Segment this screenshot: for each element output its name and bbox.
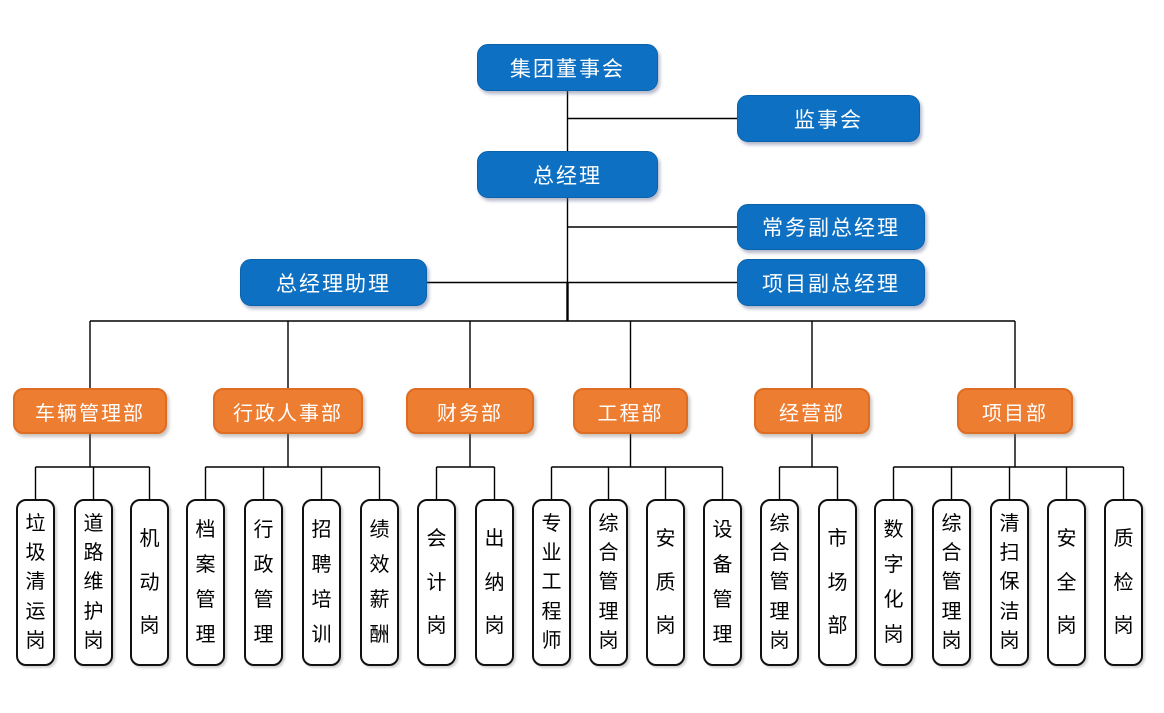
node-general-manager: 总经理 xyxy=(477,151,658,198)
post-label: 市场部 xyxy=(827,527,848,638)
post-node: 机动岗 xyxy=(130,499,169,666)
node-gm-assistant: 总经理助理 xyxy=(240,259,427,306)
node-executive-deputy-gm: 常务副总经理 xyxy=(737,204,925,250)
post-node: 安质岗 xyxy=(646,499,685,666)
post-label: 数字化岗 xyxy=(883,519,904,646)
post-label: 出纳岗 xyxy=(484,527,505,638)
post-node: 数字化岗 xyxy=(874,499,913,666)
post-label: 安质岗 xyxy=(655,527,676,638)
node-supervisory-board: 监事会 xyxy=(737,95,920,142)
node-board: 集团董事会 xyxy=(477,44,658,91)
dept-node-admin-hr: 行政人事部 xyxy=(213,388,363,434)
post-node: 道路维护岗 xyxy=(74,499,113,666)
post-node: 专业工程师 xyxy=(532,499,571,666)
post-node: 垃圾清运岗 xyxy=(16,499,55,666)
post-node: 设备管理 xyxy=(703,499,742,666)
post-label: 会计岗 xyxy=(426,527,447,638)
post-label: 绩效薪酬 xyxy=(369,519,390,646)
dept-node-engineering: 工程部 xyxy=(573,388,688,434)
dept-node-finance: 财务部 xyxy=(406,388,534,434)
post-node: 综合管理岗 xyxy=(760,499,799,666)
post-node: 出纳岗 xyxy=(475,499,514,666)
post-node: 综合管理岗 xyxy=(589,499,628,666)
post-label: 综合管理岗 xyxy=(941,513,962,652)
post-label: 安全岗 xyxy=(1056,527,1077,638)
dept-node-project: 项目部 xyxy=(957,388,1073,434)
post-label: 档案管理 xyxy=(195,519,216,646)
post-node: 档案管理 xyxy=(186,499,225,666)
post-label: 综合管理岗 xyxy=(769,513,790,652)
post-node: 行政管理 xyxy=(244,499,283,666)
post-label: 机动岗 xyxy=(139,527,160,638)
post-node: 清扫保洁岗 xyxy=(990,499,1029,666)
post-node: 安全岗 xyxy=(1047,499,1086,666)
post-node: 绩效薪酬 xyxy=(360,499,399,666)
post-label: 清扫保洁岗 xyxy=(999,513,1020,652)
post-node: 质检岗 xyxy=(1104,499,1143,666)
post-label: 质检岗 xyxy=(1113,527,1134,638)
post-node: 市场部 xyxy=(818,499,857,666)
node-project-deputy-gm: 项目副总经理 xyxy=(737,259,925,306)
dept-node-operations: 经营部 xyxy=(754,388,870,434)
post-label: 道路维护岗 xyxy=(83,513,104,652)
post-node: 综合管理岗 xyxy=(932,499,971,666)
post-label: 行政管理 xyxy=(253,519,274,646)
post-label: 招聘培训 xyxy=(311,519,332,646)
post-node: 招聘培训 xyxy=(302,499,341,666)
post-label: 设备管理 xyxy=(712,519,733,646)
post-label: 专业工程师 xyxy=(541,513,562,652)
post-node: 会计岗 xyxy=(417,499,456,666)
dept-node-vehicle-management: 车辆管理部 xyxy=(13,388,167,434)
post-label: 综合管理岗 xyxy=(598,513,619,652)
post-label: 垃圾清运岗 xyxy=(25,513,46,652)
